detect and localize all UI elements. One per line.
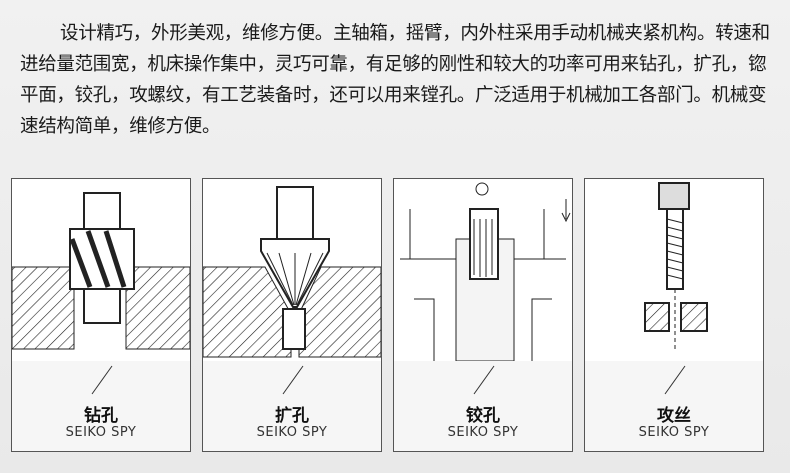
card-drilling: 钻孔 SEIKO SPY bbox=[11, 178, 191, 452]
intro-paragraph: 设计精巧，外形美观，维修方便。主轴箱，摇臂，内外柱采用手动机械夹紧机构。转速和进… bbox=[20, 23, 770, 137]
counterbore-diagram bbox=[203, 179, 381, 361]
card-brand: SEIKO SPY bbox=[65, 425, 137, 440]
card-title: 扩孔 bbox=[275, 406, 309, 426]
card-reaming: 铰孔 SEIKO SPY bbox=[393, 178, 573, 452]
slash-divider-icon bbox=[91, 365, 113, 395]
card-title: 铰孔 bbox=[466, 406, 500, 426]
card-title: 钻孔 bbox=[84, 406, 118, 426]
tapping-diagram bbox=[585, 179, 763, 361]
card-brand: SEIKO SPY bbox=[447, 425, 519, 440]
card-brand: SEIKO SPY bbox=[638, 425, 710, 440]
card-title: 攻丝 bbox=[657, 406, 691, 426]
card-brand: SEIKO SPY bbox=[256, 425, 328, 440]
reaming-diagram bbox=[394, 179, 572, 361]
slash-divider-icon bbox=[282, 365, 304, 395]
card-tapping: 攻丝 SEIKO SPY bbox=[584, 178, 764, 452]
slash-divider-icon bbox=[473, 365, 495, 395]
card-reaming-expansion: 扩孔 SEIKO SPY bbox=[202, 178, 382, 452]
drilling-diagram bbox=[12, 179, 190, 361]
slash-divider-icon bbox=[664, 365, 686, 395]
